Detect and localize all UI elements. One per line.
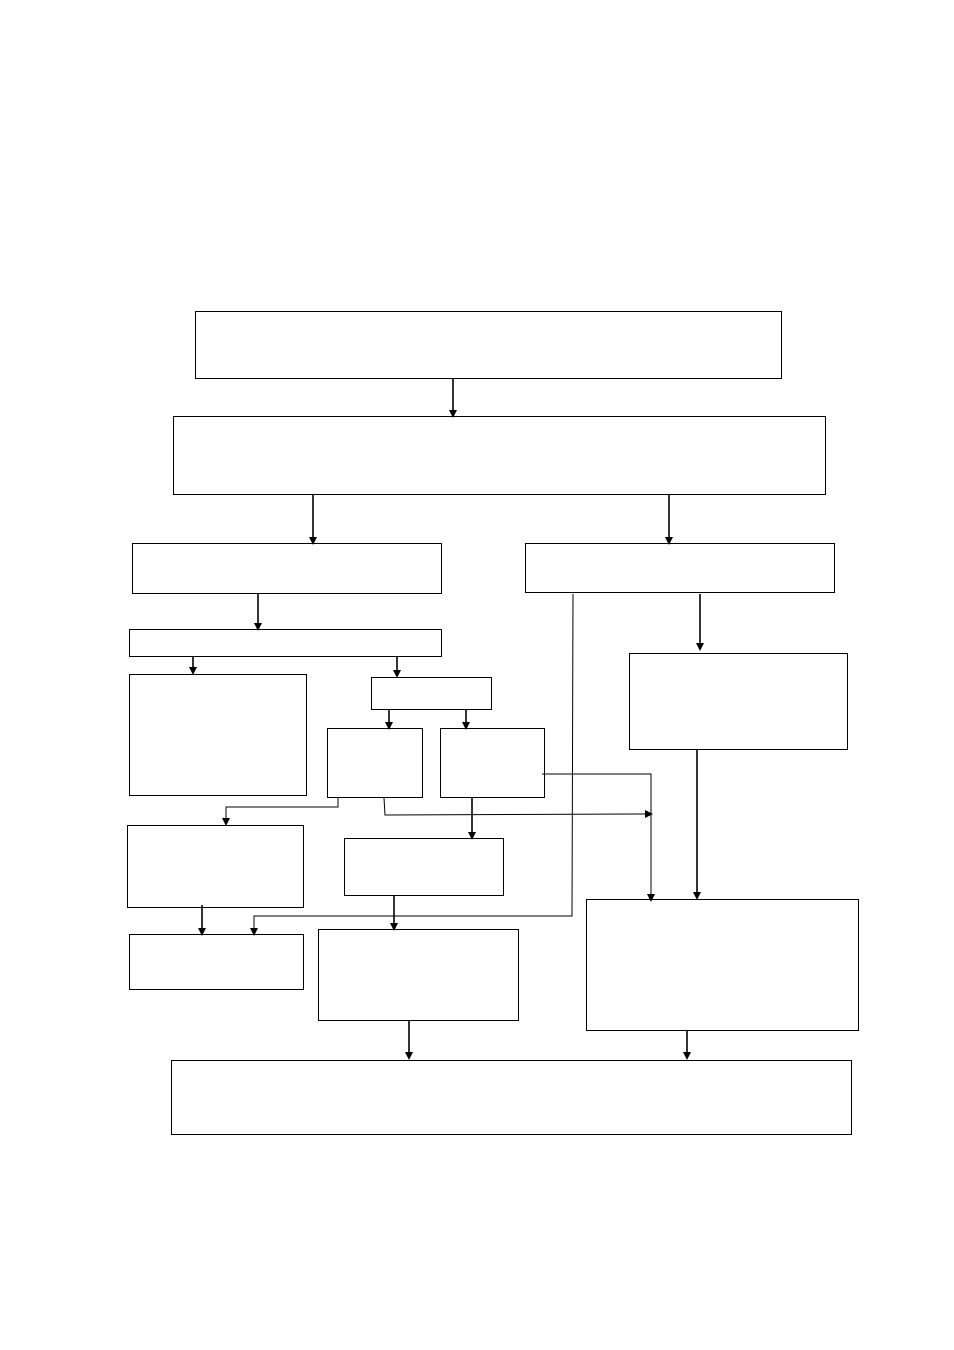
box-top xyxy=(195,311,782,379)
box-final xyxy=(171,1060,852,1135)
arrow-right-branch-to-left-bottom xyxy=(250,593,574,936)
box-small-header xyxy=(371,677,492,710)
box-center-bottom xyxy=(318,929,519,1021)
box-right-large xyxy=(586,899,859,1031)
arrow-mid-right-to-right-large xyxy=(542,773,655,902)
box-left-tall xyxy=(129,674,307,796)
box-right-upper xyxy=(629,653,848,750)
box-left-lower xyxy=(127,825,304,908)
box-right-branch xyxy=(525,543,835,593)
box-left-branch xyxy=(132,543,442,594)
arrow-mid-left-to-right-large xyxy=(383,797,653,819)
arrow-mid-left-to-left-lower xyxy=(222,797,339,826)
box-second xyxy=(173,416,826,495)
box-mid-left xyxy=(327,728,423,798)
box-left-bar xyxy=(129,629,442,657)
box-mid-right xyxy=(440,728,545,798)
box-center-lower xyxy=(344,838,504,896)
box-left-bottom xyxy=(129,934,304,990)
